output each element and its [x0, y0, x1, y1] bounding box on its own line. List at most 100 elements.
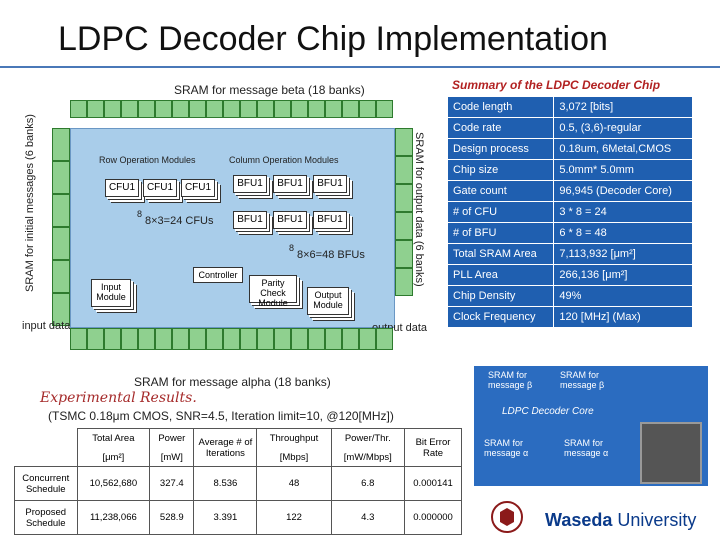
bfu-unit: BFU1 [313, 175, 347, 193]
data-cell: 11,238,066 [76, 500, 151, 535]
data-cell: 0.000000 [404, 500, 462, 535]
sram-output-label: SRAM for output data (6 banks) [413, 132, 425, 287]
summary-value: 6 * 8 = 48 [553, 222, 693, 244]
sram-beta-label: SRAM for message beta (18 banks) [174, 83, 365, 97]
controller-box: Controller [193, 267, 243, 283]
table-row: Total Area Power Average # of Iterations… [14, 428, 462, 467]
sram-initial-column [52, 128, 70, 326]
data-cell: 327.4 [149, 466, 195, 501]
cfu-multiplier: 8 [137, 209, 143, 219]
photo-sram-alpha-1: SRAM for message α [484, 438, 529, 458]
data-cell: 122 [256, 500, 332, 535]
row-label: Proposed Schedule [14, 500, 78, 535]
header-cell: Bit Error Rate [404, 428, 462, 467]
summary-key: # of CFU [446, 201, 555, 223]
summary-value: 0.5, (3,6)-regular [553, 117, 693, 139]
data-cell: 10,562,680 [76, 466, 151, 501]
waseda-crest-icon [491, 501, 523, 533]
summary-value: 266,136 [μm²] [553, 264, 693, 286]
input-data-label: input data [22, 320, 71, 332]
column-modules-label: Column Operation Modules [229, 155, 339, 165]
photo-sram-beta-1: SRAM for message β [488, 370, 533, 390]
summary-value: 0.18um, 6Metal,CMOS [553, 138, 693, 160]
cfu-count: 8×3=24 CFUs [145, 215, 214, 227]
summary-key: Chip size [446, 159, 555, 181]
summary-value: 49% [553, 285, 693, 307]
output-module-box: Output Module [307, 287, 349, 315]
bfu-count: 8×6=48 BFUs [297, 249, 365, 261]
summary-key: Total SRAM Area [446, 243, 555, 265]
table-row: Proposed Schedule 11,238,066 528.9 3.391… [14, 500, 462, 535]
row-modules-label: Row Operation Modules [99, 155, 196, 165]
header-cell: Average # of Iterations [193, 428, 258, 467]
corner-cell [14, 428, 78, 467]
bfu-unit: BFU1 [273, 175, 307, 193]
summary-value: 3 * 8 = 24 [553, 201, 693, 223]
bfu-unit: BFU1 [313, 211, 347, 229]
photo-sram-beta-2: SRAM for message β [560, 370, 605, 390]
university-name-rest: University [612, 510, 697, 530]
input-module-box: Input Module [91, 279, 131, 307]
summary-value: 120 [MHz] (Max) [553, 306, 693, 328]
summary-key: Chip Density [446, 285, 555, 307]
results-table: Total Area Power Average # of Iterations… [14, 428, 462, 535]
bfu-multiplier: 8 [289, 243, 295, 253]
summary-key: Gate count [446, 180, 555, 202]
experimental-subtitle: (TSMC 0.18μm CMOS, SNR=4.5, Iteration li… [48, 409, 394, 423]
data-cell: 0.000141 [404, 466, 462, 501]
chip-photo: SRAM for message β SRAM for message β LD… [474, 366, 708, 486]
summary-key: Clock Frequency [446, 306, 555, 328]
summary-value: 5.0mm* 5.0mm [553, 159, 693, 181]
summary-value: 7,113,932 [μm²] [553, 243, 693, 265]
summary-key: Code length [446, 96, 555, 118]
data-cell: 6.8 [330, 466, 406, 501]
unit-cell: [μm²] [76, 448, 151, 467]
title-divider [0, 66, 720, 68]
summary-title: Summary of the LDPC Decoder Chip [452, 78, 661, 92]
header-cell: Total Area [76, 428, 151, 449]
cfu-unit: CFU1 [143, 179, 177, 197]
table-row: Concurrent Schedule 10,562,680 327.4 8.5… [14, 466, 462, 501]
university-name: Waseda University [545, 510, 696, 531]
row-label: Concurrent Schedule [14, 466, 78, 501]
summary-key: Code rate [446, 117, 555, 139]
data-cell: 4.3 [330, 500, 406, 535]
sram-beta-top-row [70, 100, 393, 118]
data-cell: 3.391 [193, 500, 258, 535]
unit-cell: [mW] [149, 448, 195, 467]
data-cell: 528.9 [149, 500, 195, 535]
parity-check-box: Parity Check Module [249, 275, 297, 308]
summary-value: 3,072 [bits] [553, 96, 693, 118]
photo-core-label: LDPC Decoder Core [502, 406, 594, 417]
summary-key: Design process [446, 138, 555, 160]
university-name-bold: Waseda [545, 510, 613, 530]
unit-cell: [Mbps] [256, 448, 332, 467]
cfu-unit: CFU1 [105, 179, 139, 197]
bfu-unit: BFU1 [273, 211, 307, 229]
summary-key: PLL Area [446, 264, 555, 286]
bfu-unit: BFU1 [233, 211, 267, 229]
header-cell: Throughput [256, 428, 332, 449]
cfu-unit: CFU1 [181, 179, 215, 197]
summary-key: # of BFU [446, 222, 555, 244]
sram-output-column [395, 128, 413, 296]
data-cell: 8.536 [193, 466, 258, 501]
sram-alpha-bottom-row [70, 328, 393, 350]
sram-alpha-label: SRAM for message alpha (18 banks) [134, 375, 331, 389]
unit-cell: [mW/Mbps] [330, 448, 406, 467]
header-cell: Power/Thr. [330, 428, 406, 449]
header-cell: Power [149, 428, 195, 449]
decoder-core-area: Row Operation Modules Column Operation M… [70, 128, 395, 328]
data-cell: 48 [256, 466, 332, 501]
bfu-unit: BFU1 [233, 175, 267, 193]
